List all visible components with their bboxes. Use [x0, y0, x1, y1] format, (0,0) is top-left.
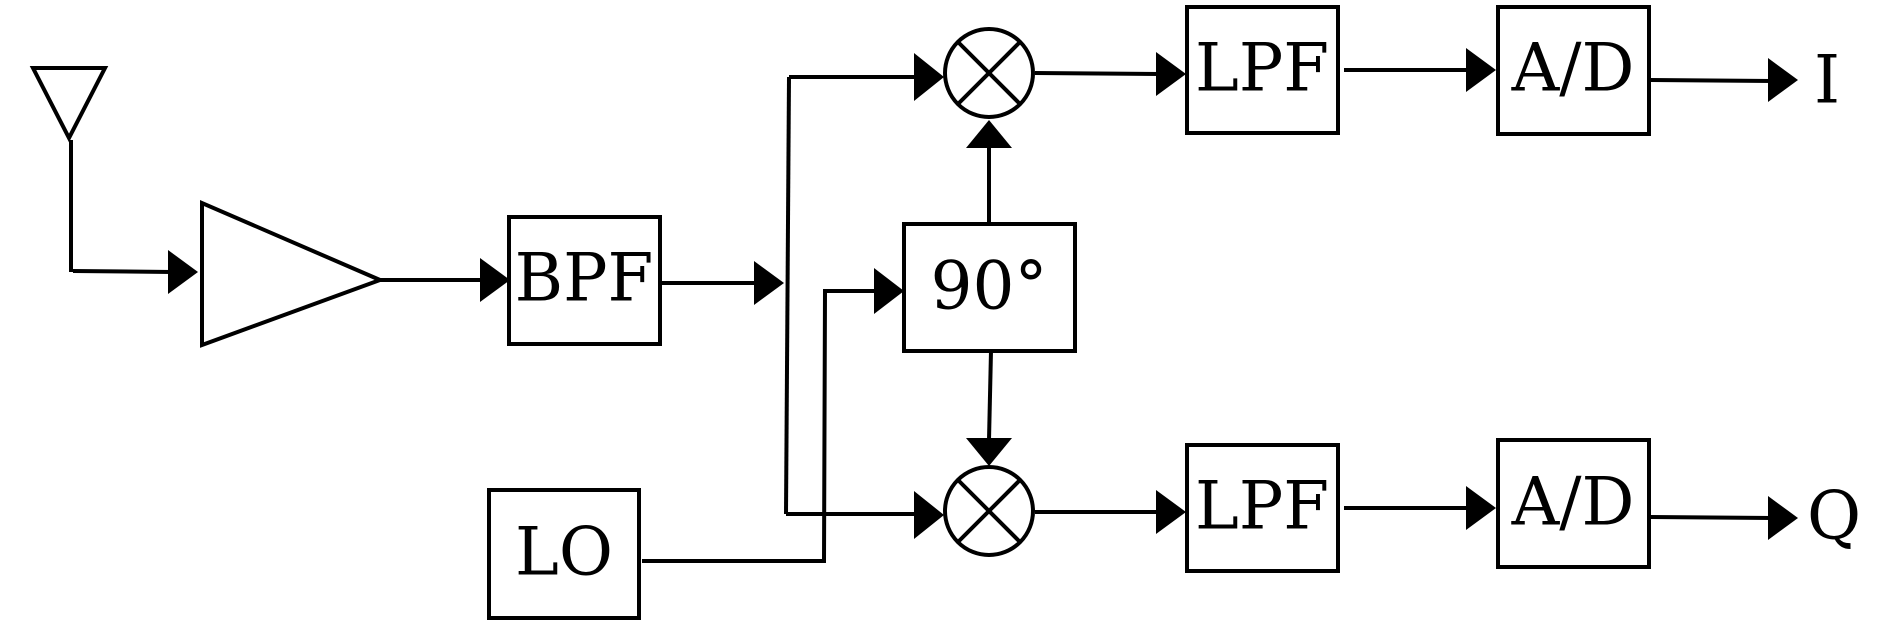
- mixer-icon: [943, 465, 1035, 557]
- lpf-bottom-label: LPF: [1195, 468, 1329, 545]
- lpf-top-label: LPF: [1195, 30, 1329, 107]
- bpf-block: BPF: [507, 215, 662, 346]
- lo-block: LO: [487, 488, 641, 620]
- wire-antenna-to-amplifier: [72, 250, 198, 294]
- adc-bottom-label: A/D: [1511, 464, 1635, 541]
- wire-adc-top-to-i: [1648, 58, 1798, 102]
- output-i-label: I: [1814, 42, 1840, 119]
- output-q-label: Q: [1807, 478, 1861, 555]
- antenna-icon: [29, 66, 109, 272]
- wire-lpf-top-to-adc: [1344, 48, 1496, 92]
- wire-bpf-to-splitter: [660, 261, 784, 305]
- adc-bottom-block: A/D: [1496, 438, 1651, 569]
- wire-phase-to-bottom-mixer: [966, 350, 1012, 466]
- mixer-icon: [943, 27, 1035, 119]
- wire-lpf-bottom-to-adc: [1344, 486, 1496, 530]
- wire-bottom-mixer-to-lpf: [1035, 490, 1186, 534]
- lpf-bottom-block: LPF: [1185, 443, 1340, 573]
- wire-amplifier-to-bpf: [380, 258, 510, 302]
- lpf-top-block: LPF: [1185, 5, 1340, 135]
- phase-shift-block: 90°: [902, 222, 1077, 353]
- phase-shift-label: 90°: [931, 248, 1048, 325]
- wire-phase-to-top-mixer: [966, 120, 1012, 224]
- lo-label: LO: [515, 514, 613, 591]
- amplifier-icon: [200, 199, 386, 348]
- adc-top-block: A/D: [1496, 5, 1651, 136]
- splitter-bus: [784, 53, 944, 539]
- bpf-label: BPF: [515, 240, 654, 317]
- wire-lo-to-phase-shift: [642, 268, 904, 563]
- wire-adc-bottom-to-q: [1648, 496, 1798, 540]
- wire-top-mixer-to-lpf: [1034, 52, 1186, 96]
- adc-top-label: A/D: [1511, 30, 1635, 107]
